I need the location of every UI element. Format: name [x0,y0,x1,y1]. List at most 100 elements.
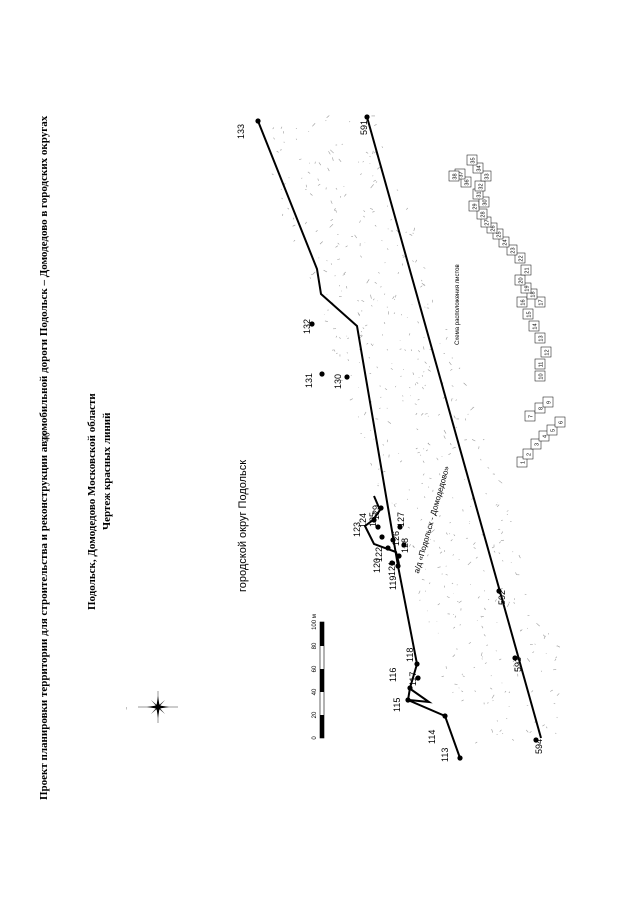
sketch-stroke [443,435,446,439]
red-line-point-label: 121 [387,561,397,576]
sketch-stroke [470,406,475,411]
sketch-stroke [371,305,373,307]
sketch-stroke [452,554,454,556]
sheet-cell: 1 [516,456,528,468]
sheet-cell: 15 [522,308,534,320]
sketch-stroke [365,151,369,154]
sheet-cell-number: 14 [533,323,539,329]
sketch-stroke [403,538,406,541]
sketch-stroke [555,732,557,734]
sketch-stroke [365,324,368,327]
sketch-stroke [455,426,457,429]
sheet-cell-number: 1 [521,461,527,464]
sketch-stroke [417,399,420,401]
sheet-cell: 21 [520,264,532,276]
sketch-stroke [341,379,343,382]
sketch-stroke [368,357,370,359]
sketch-stroke [527,627,529,629]
sketch-stroke [461,690,464,693]
sketch-stroke [462,675,465,678]
sketch-stroke [556,693,560,696]
sheet-cell: 2 [522,448,534,460]
sketch-stroke [449,533,451,535]
sketch-stroke [458,367,461,370]
sketch-stroke [393,503,396,508]
sheet-cell: 23 [506,244,518,256]
sketch-stroke [423,267,426,269]
red-line-point-marker [512,655,518,661]
sketch-stroke [448,453,451,455]
sketch-stroke [360,173,362,176]
sketch-stroke [404,349,407,351]
sheet-cell: 24 [498,236,510,248]
sketch-stroke [276,150,279,153]
sketch-stroke [515,572,517,575]
sheet-scheme-title: Схема расположения листов [455,264,461,345]
sheet-cell: 19 [520,282,532,294]
sketch-stroke [373,298,375,301]
scale-tick-label: 20 [312,711,318,718]
sketch-stroke [323,269,328,273]
sketch-stroke [461,699,464,702]
sketch-stroke [418,590,421,594]
sketch-stroke [458,600,462,604]
sketch-stroke [450,442,452,446]
red-line-point-label: 123 [352,522,362,537]
sketch-stroke [369,208,373,210]
sketch-stroke [344,193,347,197]
sketch-stroke [425,540,427,542]
sheet-cell-number: 38 [453,173,459,179]
sketch-stroke [508,601,510,604]
sketch-stroke [335,245,338,248]
sketch-stroke [483,634,486,637]
red-line-point-marker [442,713,448,719]
sketch-stroke [348,121,351,123]
sketch-stroke [305,221,307,225]
sketch-stroke [409,233,413,236]
red-line-point-label: 115 [392,698,402,712]
sketch-stroke [428,486,430,488]
sketch-stroke [451,582,454,585]
sketch-stroke [429,582,431,585]
sketch-stroke [445,336,448,340]
sketch-stroke [386,349,389,351]
scale-tick-label: 60 [312,665,318,672]
sketch-stroke [516,662,520,665]
sheet-cell-number: 7 [529,415,535,418]
red-line-point-label: 122 [374,547,384,562]
sketch-stroke [332,157,334,161]
red-line-point-marker [379,534,385,540]
sketch-stroke [415,259,418,263]
sketch-stroke [481,658,483,660]
sketch-stroke [453,415,456,419]
sheet-cell-number: 21 [525,267,531,273]
sketch-stroke [427,443,431,446]
red-line-point-label: 128 [400,538,410,553]
sketch-stroke [360,255,362,258]
district-label: городской округ Подольск [237,459,249,592]
sketch-stroke [412,545,414,548]
sketch-stroke [429,477,432,479]
sheet-cell-number: 15 [527,311,533,317]
sketch-stroke [422,473,425,476]
sketch-stroke [412,260,414,262]
sketch-stroke [378,407,381,409]
sheet-cell-number: 19 [525,285,531,291]
sheet-cell: 20 [514,274,526,286]
sketch-stroke [448,361,452,366]
sketch-stroke [393,312,396,315]
sheet-cell-number: 20 [519,277,525,283]
sheet-cell: 34 [472,162,484,174]
sheet-cell: 14 [528,320,540,332]
sketch-stroke [493,550,496,553]
sheet-cell: 35 [466,154,478,166]
sketch-stroke [396,189,399,191]
sheet-cell-number: 27 [485,219,491,225]
sketch-stroke [494,599,497,602]
sketch-stroke [326,115,330,118]
sketch-stroke [381,146,383,149]
red-line-point-label: 129 [371,505,381,520]
sheet-cell: 12 [540,346,552,358]
sketch-stroke [501,531,503,535]
